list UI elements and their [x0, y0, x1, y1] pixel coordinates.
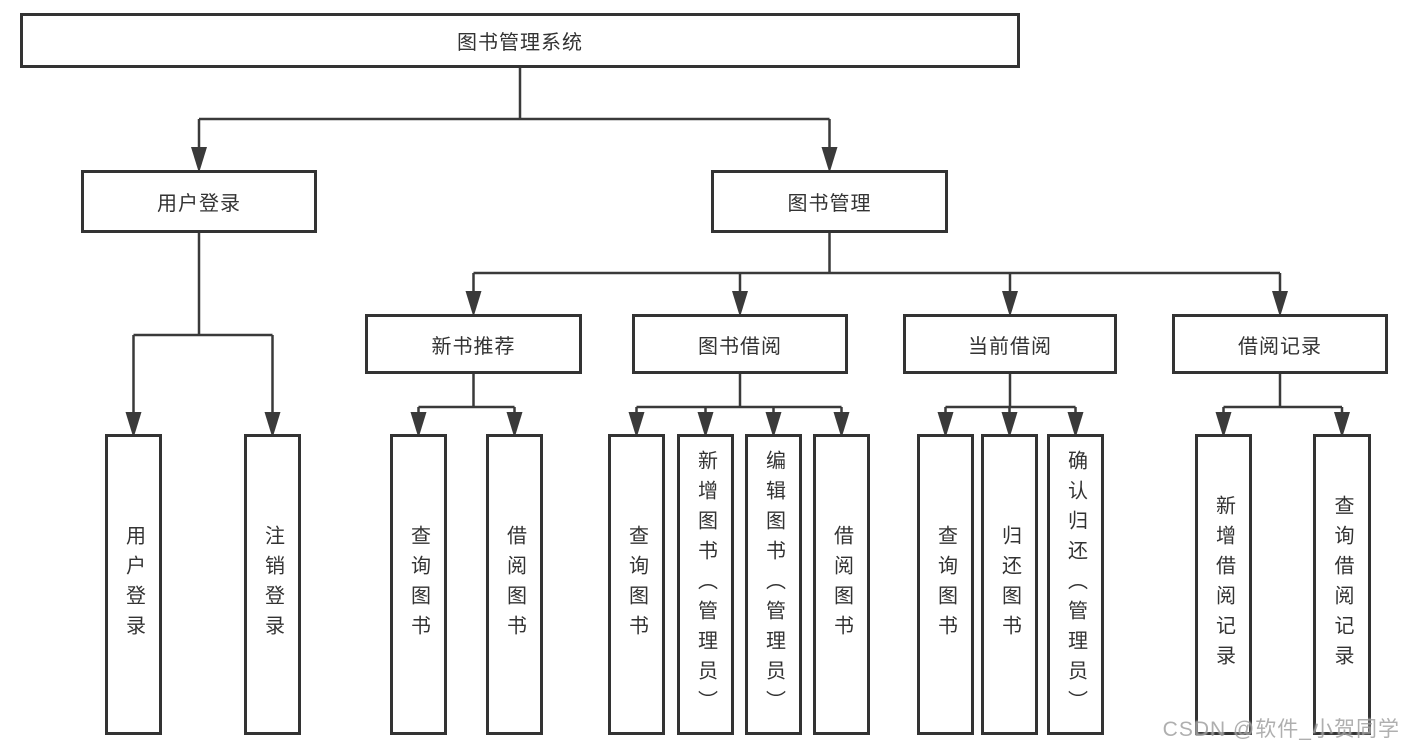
arrow-down-icon	[937, 412, 954, 438]
node-add-borrow-record: 新增借阅记录	[1195, 434, 1252, 735]
node-book-management: 图书管理	[711, 170, 948, 233]
connector-current-borrowing-to-leaves	[944, 374, 1077, 416]
node-user-login: 用户登录	[105, 434, 162, 735]
node-query-books-borrowing: 查询图书	[608, 434, 665, 735]
node-query-borrow-record: 查询借阅记录	[1313, 434, 1371, 735]
arrow-down-icon	[1067, 412, 1084, 438]
connector-user-login-to-leaves	[132, 233, 274, 416]
node-borrow-books-borrowing: 借阅图书	[813, 434, 870, 735]
connector-root-to-level2	[197, 66, 831, 150]
connector-book-borrowing-to-leaves	[635, 374, 843, 416]
connector-book-management-to-level3	[472, 233, 1282, 295]
node-logout-login: 注销登录	[244, 434, 301, 735]
arrow-down-icon	[628, 412, 645, 438]
node-book-borrowing: 图书借阅	[632, 314, 848, 374]
node-query-books-current: 查询图书	[917, 434, 974, 735]
arrow-down-icon	[697, 412, 714, 438]
node-new-book-recommendation: 新书推荐	[365, 314, 582, 374]
arrow-down-icon	[1002, 291, 1018, 317]
arrow-down-icon	[1215, 412, 1232, 438]
arrow-down-icon	[732, 291, 748, 317]
node-library-management-system: 图书管理系统	[20, 13, 1020, 68]
node-add-books-admin: 新增图书（管理员）	[677, 434, 734, 735]
node-edit-books-admin: 编辑图书（管理员）	[745, 434, 802, 735]
arrowheads	[125, 147, 1350, 438]
node-borrowing-records: 借阅记录	[1172, 314, 1388, 374]
arrow-down-icon	[506, 412, 523, 438]
node-user-login-group: 用户登录	[81, 170, 317, 233]
arrow-down-icon	[410, 412, 427, 438]
arrow-down-icon	[833, 412, 850, 438]
arrow-down-icon	[465, 291, 482, 317]
arrow-down-icon	[1001, 412, 1018, 438]
node-current-borrowing: 当前借阅	[903, 314, 1117, 374]
connector-new-book-recommendation-to-leaves	[417, 374, 516, 416]
arrow-down-icon	[765, 412, 782, 438]
node-borrow-books-recommend: 借阅图书	[486, 434, 543, 735]
arrow-down-icon	[821, 147, 838, 173]
arrow-down-icon	[125, 412, 142, 438]
arrow-down-icon	[1334, 412, 1350, 438]
arrow-down-icon	[1272, 291, 1288, 317]
arrow-down-icon	[191, 147, 207, 173]
arrow-down-icon	[264, 412, 281, 438]
watermark-text: CSDN @软件_小贺同学	[1162, 718, 1400, 741]
node-confirm-return-admin: 确认归还（管理员）	[1047, 434, 1104, 735]
node-return-books: 归还图书	[981, 434, 1038, 735]
connector-borrowing-records-to-leaves	[1222, 374, 1344, 416]
node-query-books-recommend: 查询图书	[390, 434, 447, 735]
